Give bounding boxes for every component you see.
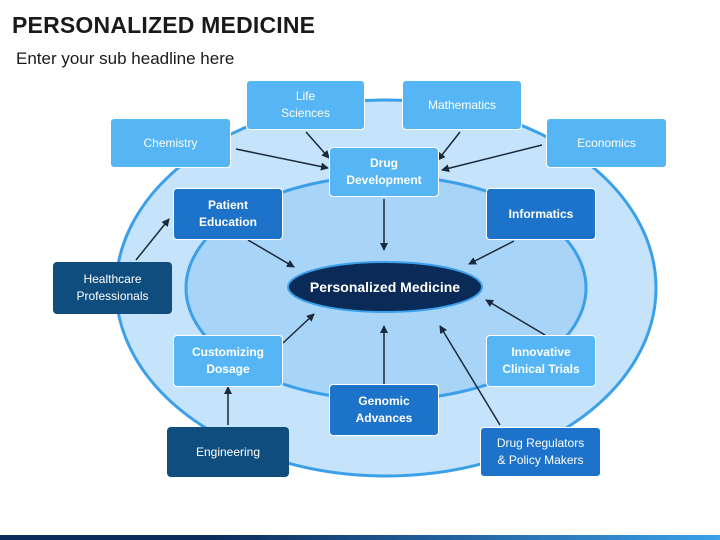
node-informatics: Informatics xyxy=(486,188,596,240)
node-engineering: Engineering xyxy=(167,427,289,477)
node-customizing-dosage: Customizing Dosage xyxy=(173,335,283,387)
arrow-informatics xyxy=(468,240,515,265)
connector-arrows xyxy=(135,131,546,426)
node-genomic-advances: Genomic Advances xyxy=(329,384,439,436)
node-chemistry: Chemistry xyxy=(110,118,231,168)
center-label: Personalized Medicine xyxy=(309,279,461,295)
arrow-drug-regulators xyxy=(439,325,501,426)
arrow-mathematics xyxy=(437,131,461,161)
arrow-customizing-dosage xyxy=(282,313,315,344)
center-ellipse xyxy=(287,261,483,313)
page-title: PERSONALIZED MEDICINE xyxy=(12,12,316,38)
node-healthcare-professionals: Healthcare Professionals xyxy=(53,262,172,314)
arrow-chemistry xyxy=(235,148,329,171)
node-life-sciences: Life Sciences xyxy=(246,80,365,130)
footer-bar xyxy=(0,535,720,540)
node-economics: Economics xyxy=(546,118,667,168)
node-innovative-clinical-trials: Innovative Clinical Trials xyxy=(486,335,596,387)
arrow-clinical-trials xyxy=(485,299,546,336)
node-mathematics: Mathematics xyxy=(402,80,522,130)
arrow-economics xyxy=(441,144,543,173)
arrow-patient-education xyxy=(247,239,295,268)
arrow-healthcare xyxy=(135,218,170,261)
node-patient-education: Patient Education xyxy=(173,188,283,240)
page-subtitle: Enter your sub headline here xyxy=(16,49,235,68)
node-drug-regulators: Drug Regulators & Policy Makers xyxy=(480,427,601,477)
node-drug-development: Drug Development xyxy=(329,147,439,197)
arrow-life-sciences xyxy=(305,131,330,159)
